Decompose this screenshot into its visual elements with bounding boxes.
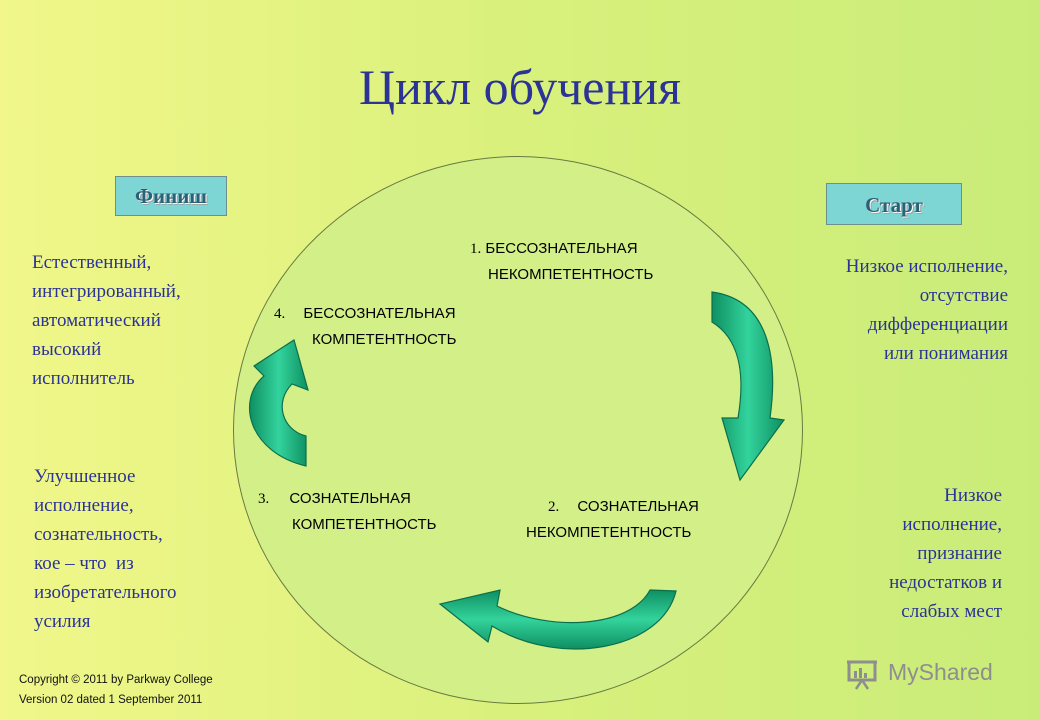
stage-1-label: 1. БЕССОЗНАТЕЛЬНАЯ НЕКОМПЕТЕНТНОСТЬ	[470, 236, 653, 288]
finish-badge: Финиш	[115, 176, 227, 216]
desc-line: отсутствие	[919, 285, 1008, 306]
desc-line: исполнитель	[32, 368, 135, 389]
desc-line: Низкое исполнение,	[845, 256, 1008, 277]
desc-line: Низкое	[944, 485, 1002, 506]
desc-line: интегрированный,	[32, 281, 181, 302]
stage-4-number: 4.	[274, 306, 286, 322]
start-top-description: Низкое исполнение, отсутствие дифференци…	[846, 252, 1008, 368]
stage-3-line2: КОМПЕТЕНТНОСТЬ	[292, 516, 437, 533]
desc-line: исполнение,	[34, 495, 134, 516]
stage-2-line2: НЕКОМПЕТЕНТНОСТЬ	[526, 524, 692, 541]
stage-4-line1: БЕССОЗНАТЕЛЬНАЯ	[303, 305, 456, 322]
copyright-line: Copyright © 2011 by Parkway College	[19, 674, 213, 686]
desc-line: Естественный,	[32, 252, 152, 273]
page-title: Цикл обучения	[359, 59, 681, 115]
desc-line: дифференциации	[867, 314, 1008, 335]
myshared-logo[interactable]: MyShared	[846, 657, 1006, 693]
cycle-circle	[233, 156, 803, 704]
desc-line: исполнение,	[902, 514, 1002, 535]
desc-line: кое – что из	[34, 553, 134, 574]
copyright-block: Copyright © 2011 by Parkway College Vers…	[19, 670, 213, 710]
desc-line: Улучшенное	[34, 466, 136, 487]
arrow-stage2-to-stage3	[438, 589, 677, 650]
desc-line: высокий	[32, 339, 102, 360]
desc-line: недостатков и	[889, 572, 1002, 593]
version-line: Version 02 dated 1 September 2011	[19, 694, 203, 706]
desc-line: сознательность,	[34, 524, 163, 545]
desc-line: или понимания	[884, 343, 1008, 364]
stage-3-number: 3.	[258, 491, 270, 507]
stage-3-label: 3. СОЗНАТЕЛЬНАЯ КОМПЕТЕНТНОСТЬ	[258, 486, 437, 538]
desc-line: автоматический	[32, 310, 161, 331]
stage-1-number: 1.	[470, 241, 482, 257]
finish-top-description: Естественный, интегрированный, автоматич…	[32, 248, 181, 393]
stage-2-label: 2. СОЗНАТЕЛЬНАЯ НЕКОМПЕТЕНТНОСТЬ	[526, 494, 699, 546]
stage-2-number: 2.	[548, 499, 560, 515]
stage-1-line1: БЕССОЗНАТЕЛЬНАЯ	[485, 240, 638, 257]
desc-line: усилия	[34, 611, 91, 632]
finish-bottom-description: Улучшенное исполнение, сознательность, к…	[34, 462, 177, 636]
stage-4-label: 4. БЕССОЗНАТЕЛЬНАЯ КОМПЕТЕНТНОСТЬ	[274, 301, 457, 353]
desc-line: признание	[917, 543, 1002, 564]
start-bottom-description: Низкое исполнение, признание недостатков…	[889, 481, 1002, 626]
start-badge: Старт	[826, 183, 962, 225]
stage-3-line1: СОЗНАТЕЛЬНАЯ	[289, 490, 411, 507]
arrow-stage1-to-stage2	[711, 291, 786, 482]
desc-line: изобретательного	[34, 582, 177, 603]
stage-4-line2: КОМПЕТЕНТНОСТЬ	[312, 331, 457, 348]
desc-line: слабых мест	[901, 601, 1002, 622]
presentation-icon	[847, 660, 877, 690]
logo-text: MyShared	[888, 659, 993, 685]
stage-1-line2: НЕКОМПЕТЕНТНОСТЬ	[488, 266, 654, 283]
stage-2-line1: СОЗНАТЕЛЬНАЯ	[577, 498, 699, 515]
arrow-stage3-to-stage4	[249, 339, 309, 467]
